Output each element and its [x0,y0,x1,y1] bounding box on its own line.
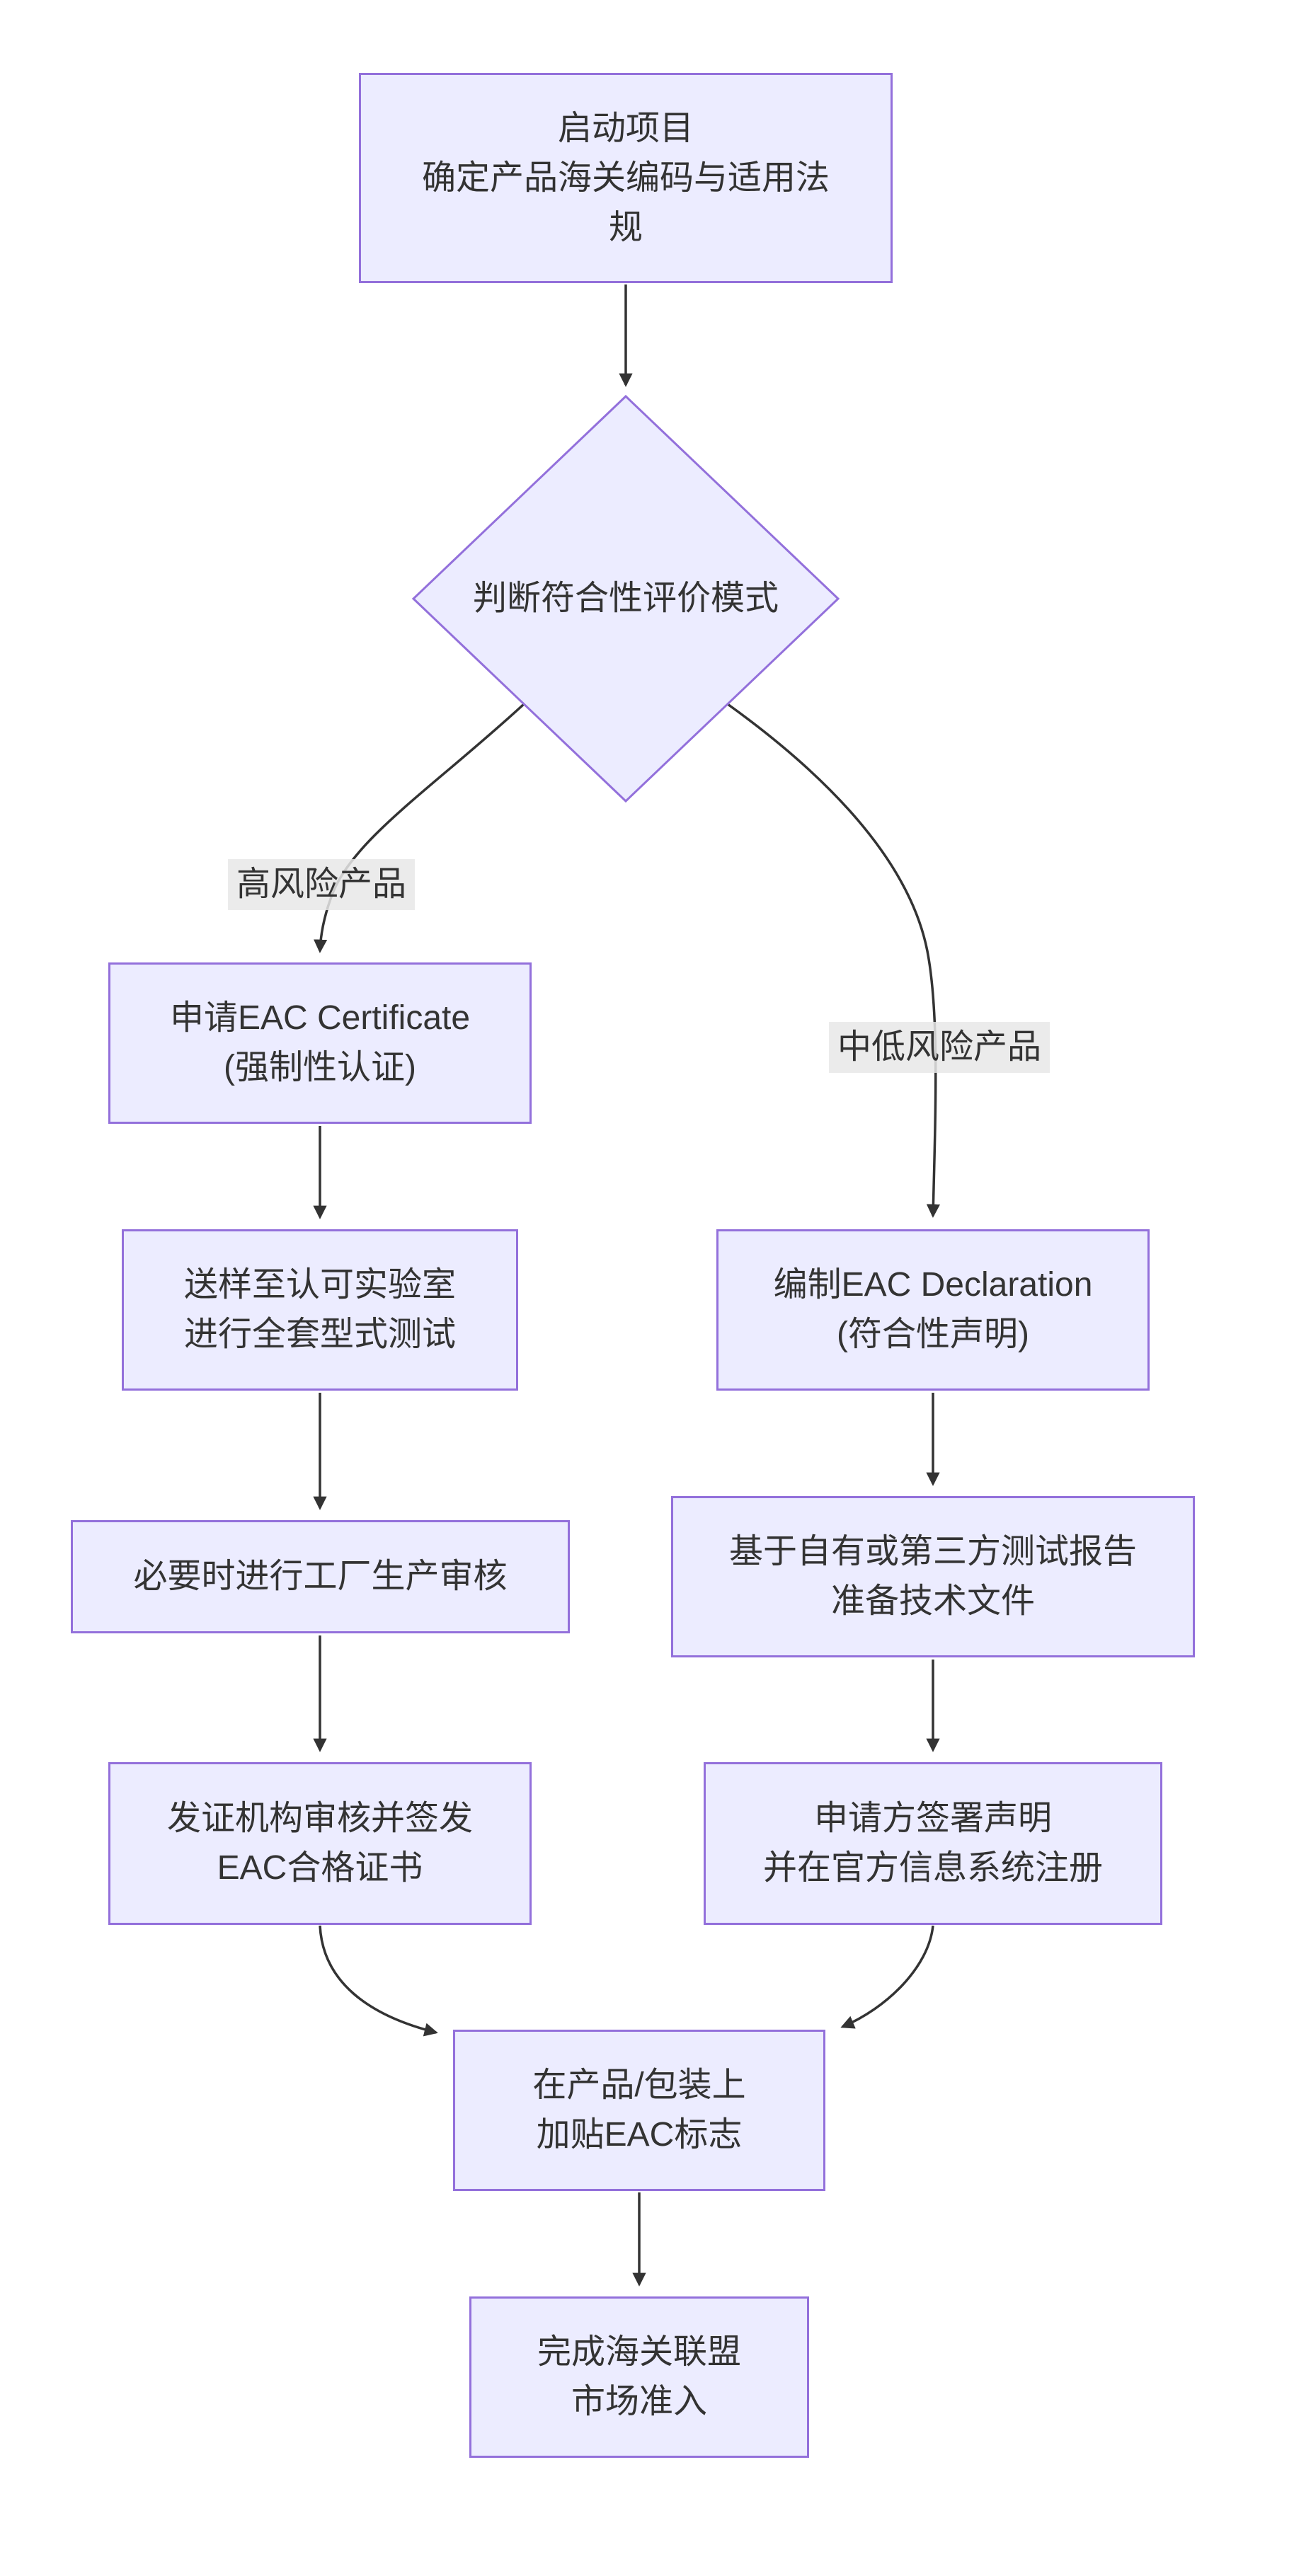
node-line: 加贴EAC标志 [536,2116,743,2154]
node-line: 申请方签署声明 [813,1800,1052,1837]
node-line: 送样至认可实验室 [183,1266,456,1304]
node-line: 发证机构审核并签发 [166,1800,473,1837]
node-cert-apply: 申请EAC Certificate (强制性认证) [108,962,532,1124]
node-line: EAC合格证书 [217,1849,423,1887]
node-line: 规 [608,208,643,246]
node-line: 进行全套型式测试 [183,1316,456,1353]
node-start: 启动项目 确定产品海关编码与适用法 规 [359,73,893,283]
edge-decision-to-decl-prepare [726,703,941,1218]
node-line: (符合性声明) [837,1316,1029,1353]
node-cert-test: 送样至认可实验室 进行全套型式测试 [122,1229,518,1391]
node-line: 确定产品海关编码与适用法 [421,159,830,197]
node-cert-issue: 发证机构审核并签发 EAC合格证书 [108,1762,532,1925]
node-line: 必要时进行工厂生产审核 [133,1558,508,1595]
edge-cert-issue-to-apply-mark [319,1925,438,2037]
node-line: 编制EAC Declaration [773,1266,1093,1304]
node-line: 并在官方信息系统注册 [762,1849,1103,1887]
edge-label-high-risk: 高风险产品 [227,859,416,910]
node-line: 在产品/包装上 [532,2066,746,2104]
decision-diamond-shape [411,394,840,803]
node-apply-mark: 在产品/包装上 加贴EAC标志 [453,2030,825,2191]
edge-decision-to-cert-apply [313,703,525,953]
edge-label-mid-low-risk: 中低风险产品 [828,1022,1050,1073]
node-line: 完成海关联盟 [537,2333,741,2371]
node-decl-docs: 基于自有或第三方测试报告 准备技术文件 [671,1496,1195,1657]
edge-decl-register-to-apply-mark [840,1925,934,2029]
node-line: (强制性认证) [224,1049,416,1086]
node-line: 启动项目 [557,109,694,147]
node-cert-audit: 必要时进行工厂生产审核 [71,1520,570,1633]
node-line: 申请EAC Certificate [169,999,471,1037]
node-line: 基于自有或第三方测试报告 [728,1533,1137,1570]
node-line: 准备技术文件 [830,1582,1035,1620]
node-market-entry: 完成海关联盟 市场准入 [469,2296,809,2458]
node-line: 市场准入 [571,2383,707,2420]
node-decl-register: 申请方签署声明 并在官方信息系统注册 [704,1762,1162,1925]
node-decl-prepare: 编制EAC Declaration (符合性声明) [716,1229,1150,1391]
node-decision-label: 判断符合性评价模式 [472,580,779,617]
